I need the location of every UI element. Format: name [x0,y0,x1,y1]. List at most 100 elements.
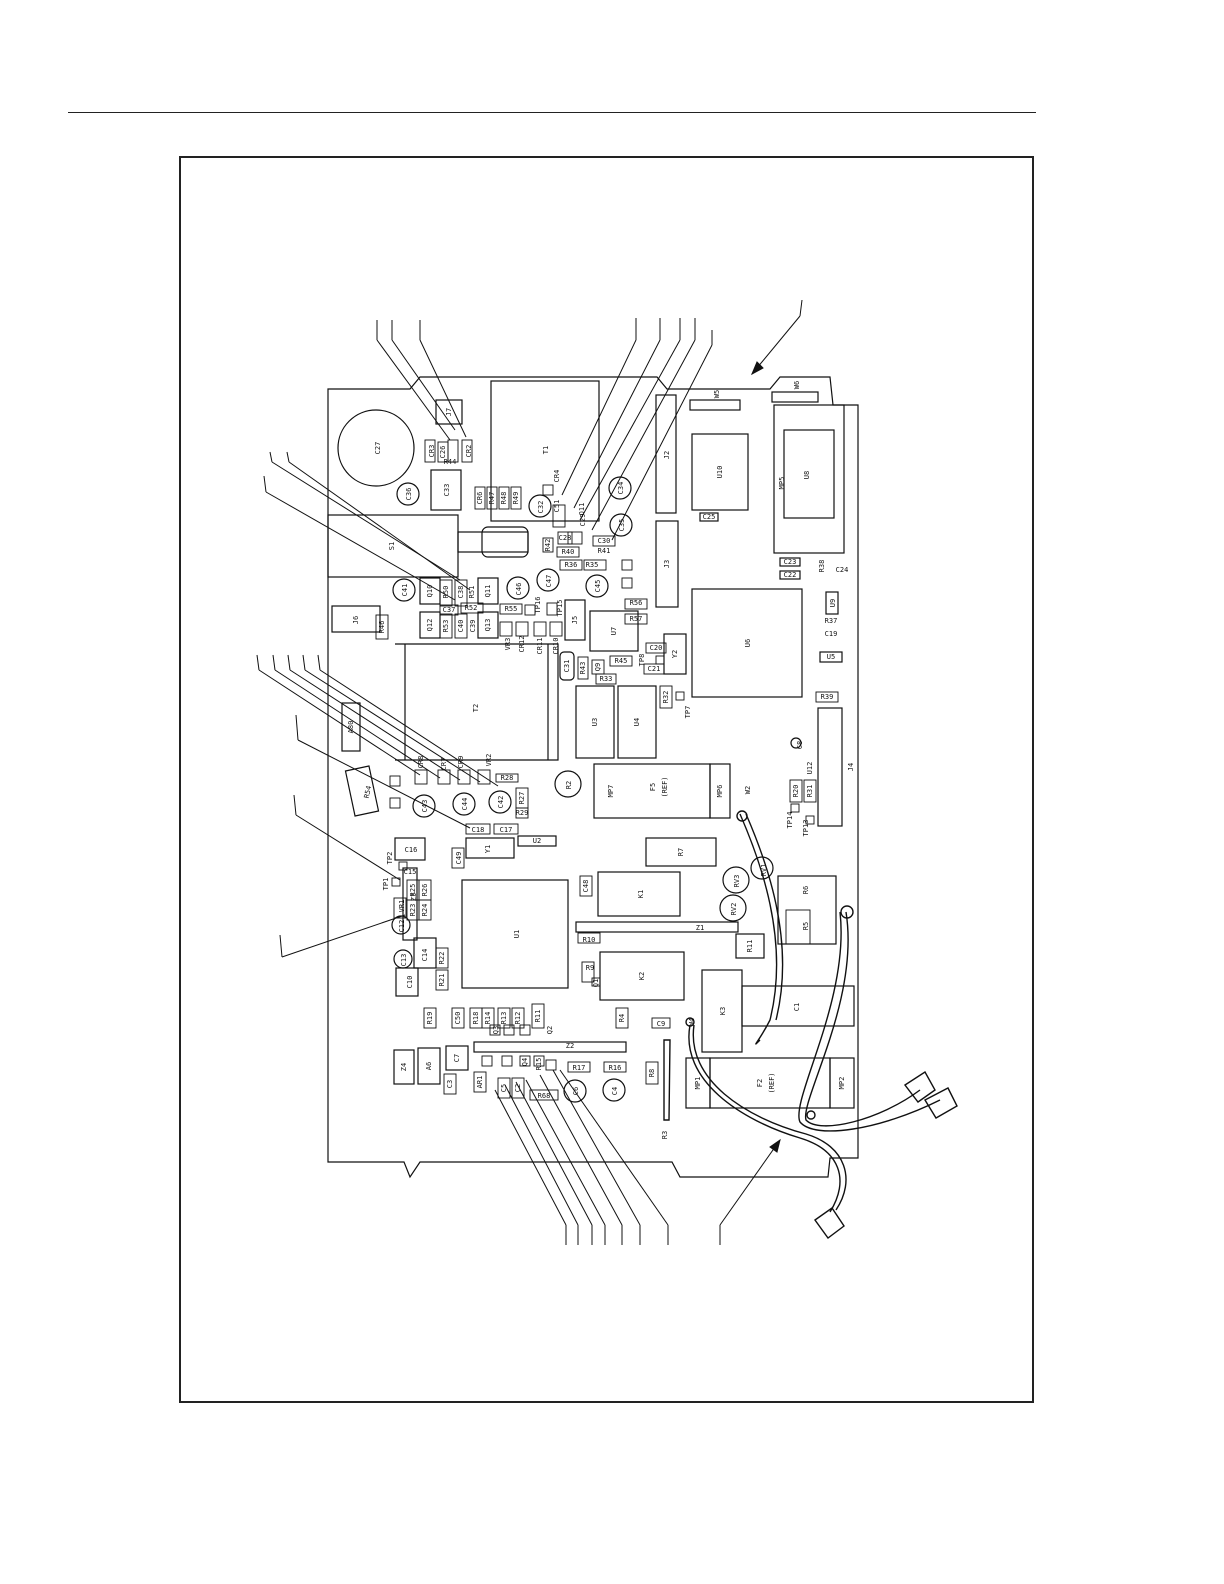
label-r49: R49 [512,492,520,505]
label-r4: R4 [618,1014,626,1022]
label-q10: Q10 [426,585,434,598]
label-s1: S1 [388,542,396,550]
label-w2: W2 [744,786,752,794]
label-r26: R26 [421,884,429,897]
label-vr3: VR3 [504,638,512,651]
label-r52: R52 [465,604,478,612]
label-r11: R11 [746,940,754,953]
label-c36: C36 [405,488,413,501]
u1-outline [461,879,569,989]
label-cr2: CR2 [465,445,473,458]
label-c25: C25 [703,513,716,521]
label-r41: R41 [598,547,611,555]
label-r46: R46 [378,621,386,634]
label-a6: A6 [425,1062,433,1070]
label-r10: R10 [583,936,596,944]
label-w6: W6 [793,381,801,389]
label-c22: C22 [784,571,797,579]
label-k3: K3 [719,1007,727,1015]
label-c1: C1 [793,1003,801,1011]
label-tp16: TP16 [534,597,542,614]
label-c29: C29 [579,514,587,527]
label-r35: R35 [586,561,599,569]
label-c9: C9 [657,1020,665,1028]
label-r14: R14 [484,1012,492,1025]
label-c43: C43 [421,800,429,813]
label-r24: R24 [421,904,429,917]
label-c19: C19 [825,630,838,638]
label-r40: R40 [562,548,575,556]
label-c45: C45 [594,580,602,593]
label-cr6: CR6 [476,492,484,505]
label-r37: R37 [825,617,838,625]
label-r48: R48 [500,492,508,505]
label-mp6: MP6 [716,785,724,798]
label-r33: R33 [600,675,613,683]
label-u3: U3 [591,718,599,726]
label-r21: R21 [438,974,446,987]
label-c46: C46 [515,583,523,596]
label-j3: J3 [663,560,671,568]
label-r44: R44 [444,458,457,466]
label-u5: U5 [827,653,835,661]
label-c18: C18 [472,826,485,834]
label-q11: Q11 [484,585,492,598]
label-u2: U2 [533,837,541,845]
label-mp1: MP1 [694,1077,702,1090]
label-c30: C30 [598,537,611,545]
label-f2ref: (REF) [768,1072,776,1093]
label-mp2: MP2 [838,1077,846,1090]
label-u12: U12 [806,762,814,775]
t2-outline [395,643,559,761]
label-f2: F2 [756,1079,764,1087]
label-tp13: TP13 [802,820,810,837]
label-j7: J7 [445,408,453,416]
label-t1: T1 [542,446,550,454]
label-r45: R45 [615,657,628,665]
label-q1: Q1 [592,979,600,987]
label-r13: R13 [500,1012,508,1025]
label-k2: K2 [638,972,646,980]
label-t2: T2 [472,704,480,712]
label-c12: C12 [398,920,406,933]
label-q9: Q9 [594,663,602,671]
label-r28: R28 [501,774,514,782]
label-c16: C16 [405,846,418,854]
label-c35: C35 [618,519,626,532]
label-r23: R23 [409,904,417,917]
label-cr10: CR10 [552,638,560,655]
label-c17: C17 [500,826,513,834]
label-c23: C23 [784,558,797,566]
label-r53: R53 [442,620,450,633]
label-r51: R51 [468,586,476,599]
label-cr7: CR7 [440,758,448,771]
label-c48: C48 [582,880,590,893]
label-cr8: CR8 [417,756,425,769]
label-r42: R42 [544,539,552,552]
label-r6: R6 [802,886,810,894]
label-r8: R8 [648,1069,656,1077]
label-w4: W4 [688,1018,696,1026]
label-rv3: RV3 [733,875,741,888]
label-f5: F5 [649,783,657,791]
label-mp7: MP7 [607,785,615,798]
label-vr1: VR1 [398,900,406,913]
label-a80: A80 [347,721,355,734]
wire-harness [663,810,958,1239]
label-cr11: CR11 [536,638,544,655]
label-r31: R31 [806,785,814,798]
label-r50: R50 [442,586,450,599]
label-c33: C33 [443,484,451,497]
label-c38: C38 [457,586,465,599]
label-c50: C50 [454,1012,462,1025]
label-j4: J4 [847,763,855,771]
label-c13: C13 [400,954,408,967]
label-r36: R36 [565,561,578,569]
label-q4: Q4 [521,1058,529,1066]
figure-frame [179,156,1034,1403]
label-cr9: CR9 [457,756,465,769]
label-u8: U8 [803,471,811,479]
label-c21: C21 [648,665,661,673]
label-r9: R9 [586,964,594,972]
label-c5: C5 [500,1084,508,1092]
